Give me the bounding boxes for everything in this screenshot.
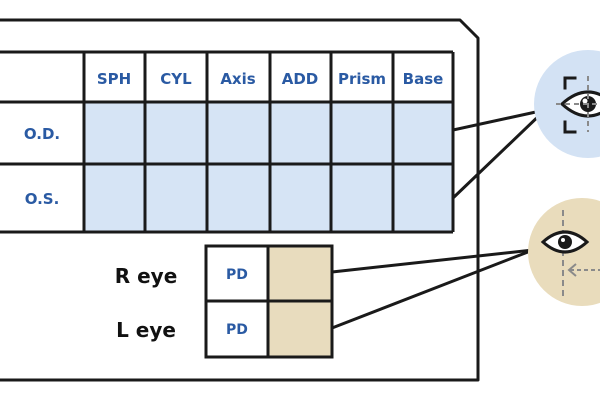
header-sph: SPH [97,70,131,88]
header-axis: Axis [220,70,255,88]
pd-label-r: PD [226,267,248,283]
row-label-od: O.D. [24,125,60,143]
connectors [330,108,547,330]
rx-cell-os-axis [207,164,270,232]
rx-cell-od-sph [84,102,145,164]
pd-grid [204,244,334,359]
rx-grid [0,50,455,234]
rx-cell-od-add [270,102,331,164]
eye-scan-icon [534,50,600,158]
pd-cell-l [268,301,332,357]
pd-label-l: PD [226,322,248,338]
pd-table: PD PD R eye L eye [115,244,334,359]
header-add: ADD [282,70,319,88]
prescription-table: SPH CYL Axis ADD Prism Base O.D. O.S. [0,50,455,234]
rx-cell-os-cyl [145,164,207,232]
eye-label-left: L eye [116,318,176,342]
pd-cell-r [268,246,332,301]
rx-cell-os-base [393,164,453,232]
eye-measure-icon [528,198,600,306]
rx-cell-os-sph [84,164,145,232]
rx-cell-os-add [270,164,331,232]
header-base: Base [403,70,444,88]
rx-cell-od-prism [331,102,393,164]
header-prism: Prism [338,70,386,88]
rx-cell-od-axis [207,102,270,164]
rx-cell-os-prism [331,164,393,232]
header-cyl: CYL [160,70,192,88]
rx-cell-od-cyl [145,102,207,164]
row-label-os: O.S. [25,190,60,208]
rx-cell-od-base [393,102,453,164]
eye-label-right: R eye [115,264,178,288]
